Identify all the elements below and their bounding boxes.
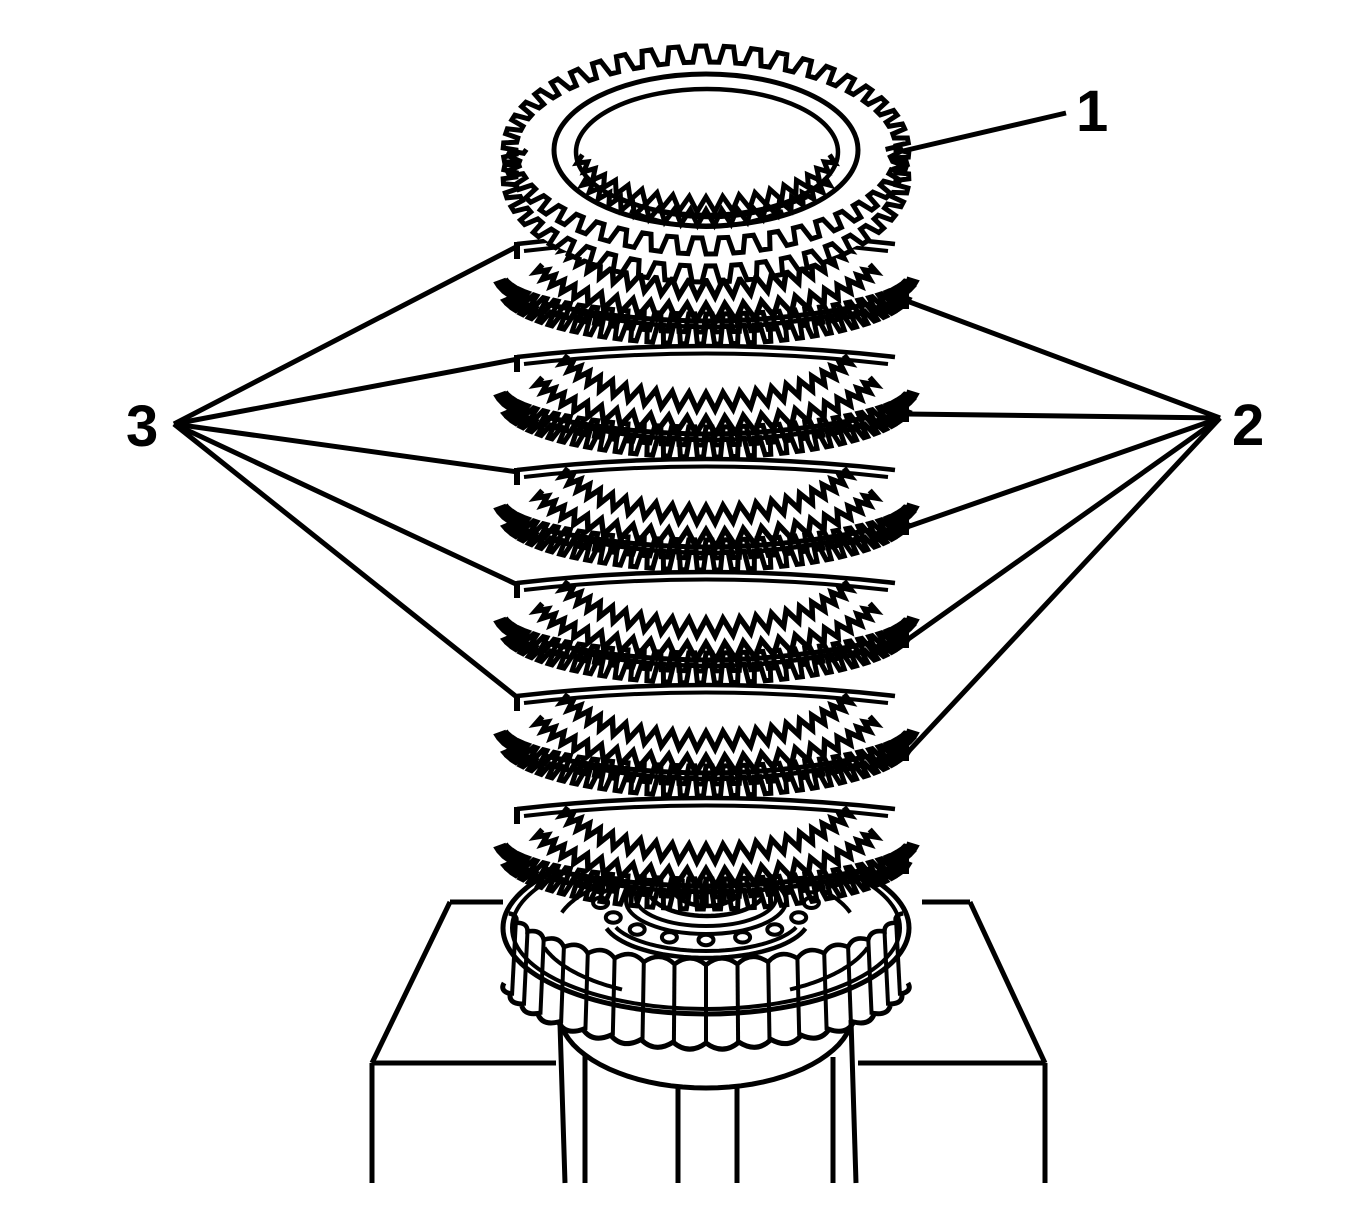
drum-flute xyxy=(521,931,530,1006)
plate-stack xyxy=(493,230,920,912)
drum-flute xyxy=(822,953,829,1030)
drum-flute xyxy=(846,946,853,1023)
callout-1-leader xyxy=(902,110,1067,154)
plate-pair-4 xyxy=(493,569,920,686)
bolt-hole xyxy=(765,922,785,937)
plate-bottom-arc xyxy=(544,866,871,889)
callout-2-leader xyxy=(906,411,1221,421)
friction-teeth-upper xyxy=(554,353,858,417)
plate-pair-2 xyxy=(493,343,920,460)
drum-boss-arc xyxy=(557,1020,855,1091)
friction-rim xyxy=(516,795,896,812)
drum-flute xyxy=(559,946,566,1023)
support-column xyxy=(557,1019,859,1184)
friction-teeth-lower xyxy=(528,827,884,892)
friction-teeth-upper xyxy=(554,579,858,643)
drum-flute xyxy=(583,953,590,1030)
drum-boss-ring xyxy=(604,926,808,961)
callout-3-leader xyxy=(173,356,519,427)
inner-arc xyxy=(616,194,808,220)
callout-2-leader xyxy=(906,298,1221,421)
top-plate-silhouette xyxy=(501,50,911,278)
callout-3-leader xyxy=(172,422,520,700)
drum-flute xyxy=(882,931,891,1006)
callout-3-leader xyxy=(172,243,520,427)
friction-rim xyxy=(516,456,896,473)
drum-flute xyxy=(766,961,772,1040)
top-plate-side-teeth xyxy=(500,143,912,285)
bolt-hole xyxy=(733,930,753,945)
callout-3-leader xyxy=(172,421,520,588)
support-block-edge xyxy=(369,900,453,1065)
drum-face-arc xyxy=(542,946,623,992)
callout-2-label: 2 xyxy=(1232,393,1264,458)
drum-flute xyxy=(671,964,677,1043)
drum-flute xyxy=(795,958,802,1036)
callout-2-leader xyxy=(905,416,1222,755)
friction-rim xyxy=(516,343,896,360)
plate-bottom-arc-inner xyxy=(574,648,851,669)
drum-flute xyxy=(640,961,646,1040)
top-plate xyxy=(500,43,912,285)
plate-bottom-arc-inner xyxy=(574,874,851,895)
friction-teeth-lower xyxy=(528,601,884,666)
friction-teeth-lower xyxy=(528,714,884,779)
plate-bottom-arc xyxy=(544,527,871,550)
column-edge xyxy=(557,1023,568,1184)
drum-boss-ring xyxy=(614,925,798,954)
friction-rim xyxy=(516,569,896,586)
plate-bottom-arc xyxy=(544,414,871,437)
friction-teeth-upper xyxy=(554,805,858,869)
leader-lines xyxy=(172,110,1222,755)
callout-2-leader xyxy=(905,415,1222,643)
support-block-edge xyxy=(967,900,1048,1065)
inner-friction-teeth xyxy=(571,153,841,217)
callout-1-label: 1 xyxy=(1076,79,1108,144)
bolt-hole xyxy=(659,930,679,945)
callout-3-leader xyxy=(173,421,519,475)
drum-flute xyxy=(894,922,902,996)
plate-bottom-arc-inner xyxy=(574,761,851,782)
bolt-hole xyxy=(603,910,623,925)
friction-rim xyxy=(516,682,896,699)
bolt-hole xyxy=(789,910,809,925)
friction-teeth-upper xyxy=(554,692,858,756)
drum-face-arc xyxy=(789,946,870,992)
bolt-hole xyxy=(696,932,716,948)
bolt-hole xyxy=(627,922,647,937)
friction-teeth-upper xyxy=(554,466,858,530)
plate-pair-3 xyxy=(493,456,920,573)
friction-teeth-lower xyxy=(528,375,884,440)
plate-bottom-arc-inner xyxy=(574,309,851,330)
plate-pair-5 xyxy=(493,682,920,799)
plate-bottom-arc-inner xyxy=(574,422,851,443)
plate-bottom-arc xyxy=(544,640,871,663)
drum-flute xyxy=(866,939,874,1015)
column-edge xyxy=(848,1019,859,1184)
friction-teeth-lower xyxy=(528,488,884,553)
drum-flute xyxy=(735,964,741,1043)
plate-pair-6 xyxy=(493,795,920,912)
support-blocks xyxy=(369,899,1048,1183)
plate-bottom-arc xyxy=(544,301,871,324)
drum-flute xyxy=(538,939,546,1015)
callout-3-label: 3 xyxy=(126,394,158,459)
friction-teeth-upper xyxy=(554,240,858,304)
friction-teeth-lower xyxy=(528,262,884,327)
column-mask xyxy=(556,1012,858,1183)
plate-bottom-arc xyxy=(544,753,871,776)
inner-arc xyxy=(629,209,784,229)
plate-bottom-arc-inner xyxy=(574,535,851,556)
drum-bottom-edge xyxy=(500,981,912,1052)
drum-flute xyxy=(510,922,518,996)
drum-flute xyxy=(610,958,617,1036)
callout-2-leader xyxy=(906,415,1221,530)
